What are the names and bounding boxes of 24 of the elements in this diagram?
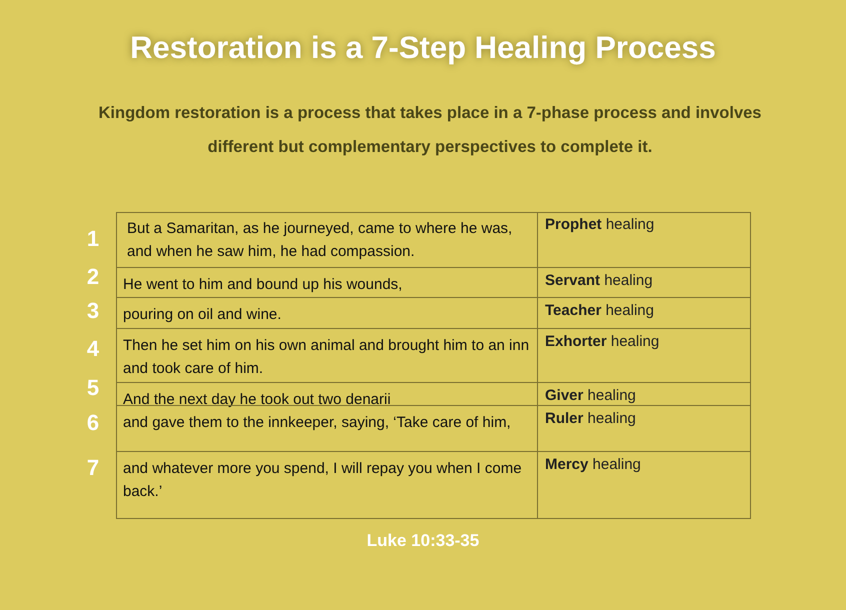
healing-type-cell: Giver healing — [537, 383, 750, 406]
step-number: 6 — [86, 410, 100, 436]
step-number: 3 — [86, 298, 100, 324]
verse-cell-text: and gave them to the innkeeper, saying, ‘Take care of him, — [122, 413, 512, 433]
scripture-reference: Luke 10:33-35 — [366, 531, 480, 551]
healing-type-cell: Ruler healing — [537, 406, 750, 452]
title: Restoration is a 7-Step Healing Process — [129, 30, 717, 66]
verse-cell-text: He went to him and bound up his wounds, — [122, 275, 404, 295]
verse-cell-text: Then he set him on his own animal and brought him to an inn and took care of him. — [122, 336, 530, 379]
healing-type-cell: Prophet healing — [537, 212, 750, 267]
step-number: 1 — [86, 226, 100, 252]
step-number: 4 — [86, 336, 100, 362]
healing-type-cell: Servant healing — [537, 268, 750, 298]
subtitle: Kingdom restoration is a process that takes place in a 7-phase process and involves different but complementary perspectives to complete it. — [98, 103, 762, 158]
step-number: 5 — [86, 375, 100, 401]
verse-cell-text: and whatever more you spend, I will repay you when I come back.’ — [122, 459, 523, 502]
verse-cell-text: But a Samaritan, as he journeyed, came to where he was, and when he saw him, he had compassion. — [126, 219, 514, 262]
healing-type-cell: Teacher healing — [537, 298, 750, 329]
step-number: 7 — [86, 455, 100, 481]
step-number: 2 — [86, 264, 100, 290]
healing-type-cell: Mercy healing — [537, 452, 750, 519]
healing-type-cell: Exhorter healing — [537, 329, 750, 383]
verse-cell-text: pouring on oil and wine. — [122, 305, 282, 325]
verse-cell-text: And the next day he took out two denarii — [122, 390, 392, 406]
